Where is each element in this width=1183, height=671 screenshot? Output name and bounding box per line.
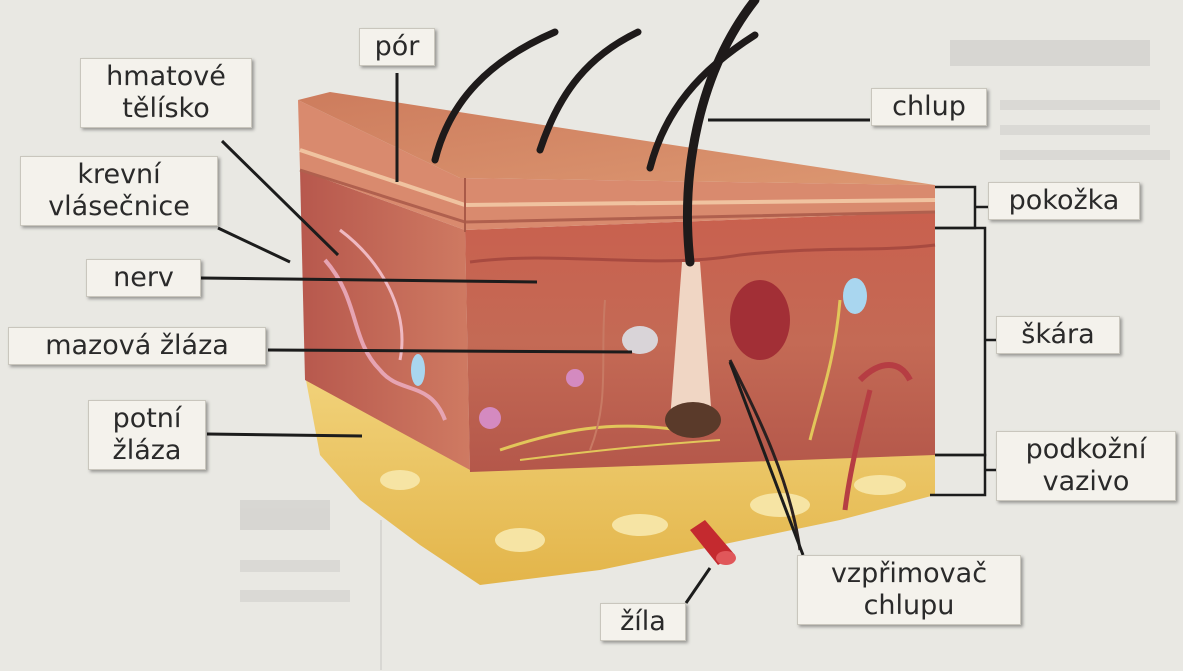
label-zila-text: žíla <box>609 606 677 638</box>
label-mazova-zlaza: mazová žláza <box>8 327 266 365</box>
label-podkozni-vazivo-line1: podkožní <box>1005 434 1167 466</box>
label-pokozka-text: pokožka <box>997 185 1131 217</box>
label-potni-zlaza-line2: žláza <box>97 435 197 467</box>
label-nerv-text: nerv <box>95 262 192 294</box>
label-podkozni-vazivo-line2: vazivo <box>1005 466 1167 498</box>
label-krevni-vlasecnice-line1: krevní <box>29 159 209 191</box>
label-hmatove-telisko-line2: tělísko <box>89 93 243 125</box>
label-vzprimovac-chlupu-line2: chlupu <box>806 590 1012 622</box>
label-potni-zlaza-line1: potní <box>97 403 197 435</box>
label-mazova-zlaza-text: mazová žláza <box>17 330 257 362</box>
label-krevni-vlasecnice-line2: vlásečnice <box>29 191 209 223</box>
label-zila: žíla <box>600 603 686 641</box>
label-skara-text: škára <box>1005 319 1111 351</box>
label-hmatove-telisko-line1: hmatové <box>89 61 243 93</box>
label-skara: škára <box>996 316 1120 354</box>
label-chlup: chlup <box>871 88 987 126</box>
label-por: pór <box>359 28 435 66</box>
label-vzprimovac-chlupu: vzpřimovač chlupu <box>797 555 1021 625</box>
label-chlup-text: chlup <box>880 91 978 123</box>
label-hmatove-telisko: hmatové tělísko <box>80 58 252 128</box>
layer-brackets <box>930 187 996 495</box>
label-krevni-vlasecnice: krevní vlásečnice <box>20 156 218 226</box>
label-por-text: pór <box>368 31 426 63</box>
label-podkozni-vazivo: podkožní vazivo <box>996 431 1176 501</box>
label-pokozka: pokožka <box>988 182 1140 220</box>
label-potni-zlaza: potní žláza <box>88 400 206 470</box>
label-vzprimovac-chlupu-line1: vzpřimovač <box>806 558 1012 590</box>
label-nerv: nerv <box>86 259 201 297</box>
